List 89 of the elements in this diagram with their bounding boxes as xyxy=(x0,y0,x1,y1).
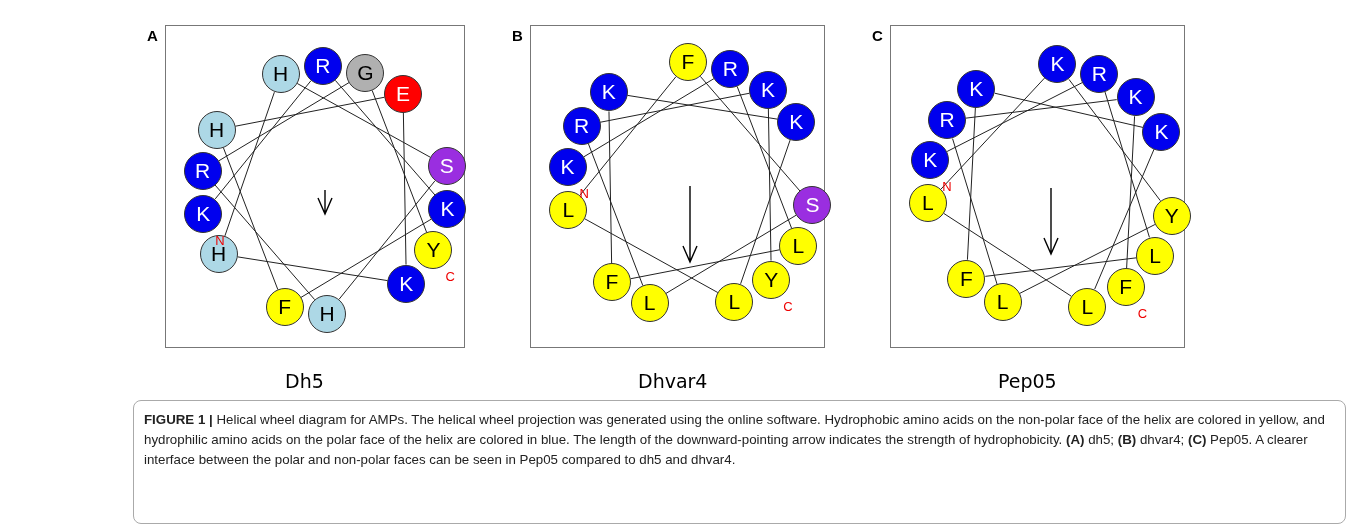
residue-circle: F xyxy=(1106,268,1145,306)
terminus-label: N xyxy=(579,185,589,201)
residue-circle: F xyxy=(265,288,304,327)
residue-circle: K xyxy=(911,141,950,180)
caption-text: FIGURE 1 | Helical wheel diagram for AMPs. The helical wheel projection was generated using the online software. Hydrophobic amino acids on the non-polar face of the helix are colored in yellow, and hydrophilic amino acids on the polar face of the helix are colored in blue. The length of the downward-pointing arrow indicates the strength of hydrophobicity. (A) dh5; (B) dhvar4; (C) Pep05. A clearer interface between the polar and non-polar faces can be seen in Pep05 compared to dh5 and dhvar4. xyxy=(144,411,1326,469)
residue-circle: S xyxy=(427,147,466,186)
panel-letter: C xyxy=(872,27,883,44)
connector-line xyxy=(767,108,772,262)
connector-line xyxy=(608,110,613,264)
connector-line xyxy=(952,138,998,285)
connector-line xyxy=(665,214,797,294)
residue-circle: R xyxy=(562,106,601,145)
residue-circle: E xyxy=(384,74,423,113)
connector-line xyxy=(1104,91,1150,238)
residue-circle: K xyxy=(1142,112,1181,151)
connector-line xyxy=(1094,148,1155,290)
connector-line xyxy=(994,92,1144,128)
residue-circle: R xyxy=(183,151,222,190)
residue-circle: L xyxy=(630,284,669,323)
panel-name: Pep05 xyxy=(998,370,1057,392)
connector-line xyxy=(237,256,389,282)
connector-line xyxy=(214,80,312,200)
connector-line xyxy=(214,184,316,301)
connector-line xyxy=(943,212,1072,297)
residue-circle: L xyxy=(715,282,754,321)
residue-circle: K xyxy=(428,190,467,229)
connector-line xyxy=(699,75,801,192)
panel-letter: A xyxy=(147,27,158,44)
residue-circle: H xyxy=(197,110,236,149)
connector-line xyxy=(946,82,1083,152)
residue-circle: F xyxy=(592,263,631,302)
connector-line xyxy=(626,94,778,120)
residue-circle: K xyxy=(184,194,223,233)
residue-circle: K xyxy=(957,69,996,108)
residue-circle: F xyxy=(947,259,986,298)
connector-line xyxy=(1068,78,1161,202)
connector-line xyxy=(218,82,350,162)
residue-circle: F xyxy=(668,43,707,81)
connector-line xyxy=(334,79,436,196)
residue-circle: H xyxy=(308,294,347,333)
residue-circle: K xyxy=(387,264,426,303)
panel-letter: B xyxy=(512,27,523,44)
connector-line xyxy=(984,257,1137,277)
residue-circle: Y xyxy=(1152,196,1191,235)
connector-line xyxy=(940,77,1046,190)
residue-circle: R xyxy=(711,49,750,88)
connector-line xyxy=(371,90,428,233)
connector-line xyxy=(402,112,407,266)
connector-line xyxy=(222,147,279,290)
panel-name: Dhvar4 xyxy=(638,370,708,392)
connector-line xyxy=(965,99,1118,119)
residue-circle: L xyxy=(1136,236,1174,275)
connector-line xyxy=(338,180,436,300)
connector-line xyxy=(584,218,719,294)
residue-circle: L xyxy=(983,283,1022,322)
residue-circle: Y xyxy=(414,231,453,270)
residue-circle: R xyxy=(928,101,966,140)
connector-line xyxy=(966,107,976,261)
panel-name: Dh5 xyxy=(285,370,324,392)
residue-circle: K xyxy=(1116,78,1155,117)
residue-circle: G xyxy=(346,53,385,92)
residue-circle: H xyxy=(261,55,300,94)
connector-line xyxy=(587,143,644,286)
residue-circle: K xyxy=(749,70,788,109)
residue-circle: K xyxy=(589,73,628,112)
connector-line xyxy=(1019,224,1156,294)
connector-line xyxy=(740,139,791,285)
terminus-label: C xyxy=(783,298,793,314)
residue-circle: L xyxy=(1068,287,1107,326)
residue-circle: S xyxy=(793,186,832,225)
connector-line xyxy=(300,218,432,298)
terminus-label: C xyxy=(445,269,455,285)
connector-line xyxy=(296,82,431,158)
connector-line xyxy=(224,91,275,237)
connector-line xyxy=(630,249,781,280)
residue-circle: K xyxy=(1038,45,1077,84)
residue-circle: Y xyxy=(752,260,791,299)
connector-line xyxy=(583,78,715,158)
residue-circle: L xyxy=(779,227,818,266)
residue-circle: R xyxy=(303,47,342,85)
connector-line xyxy=(1126,115,1136,269)
connector-line xyxy=(234,96,385,127)
connector-line xyxy=(736,86,793,229)
connector-line xyxy=(599,92,750,123)
residue-circle: R xyxy=(1080,54,1119,93)
residue-circle: K xyxy=(777,103,816,142)
residue-circle: K xyxy=(548,147,587,186)
terminus-label: C xyxy=(1137,306,1147,321)
terminus-label: N xyxy=(215,232,225,248)
